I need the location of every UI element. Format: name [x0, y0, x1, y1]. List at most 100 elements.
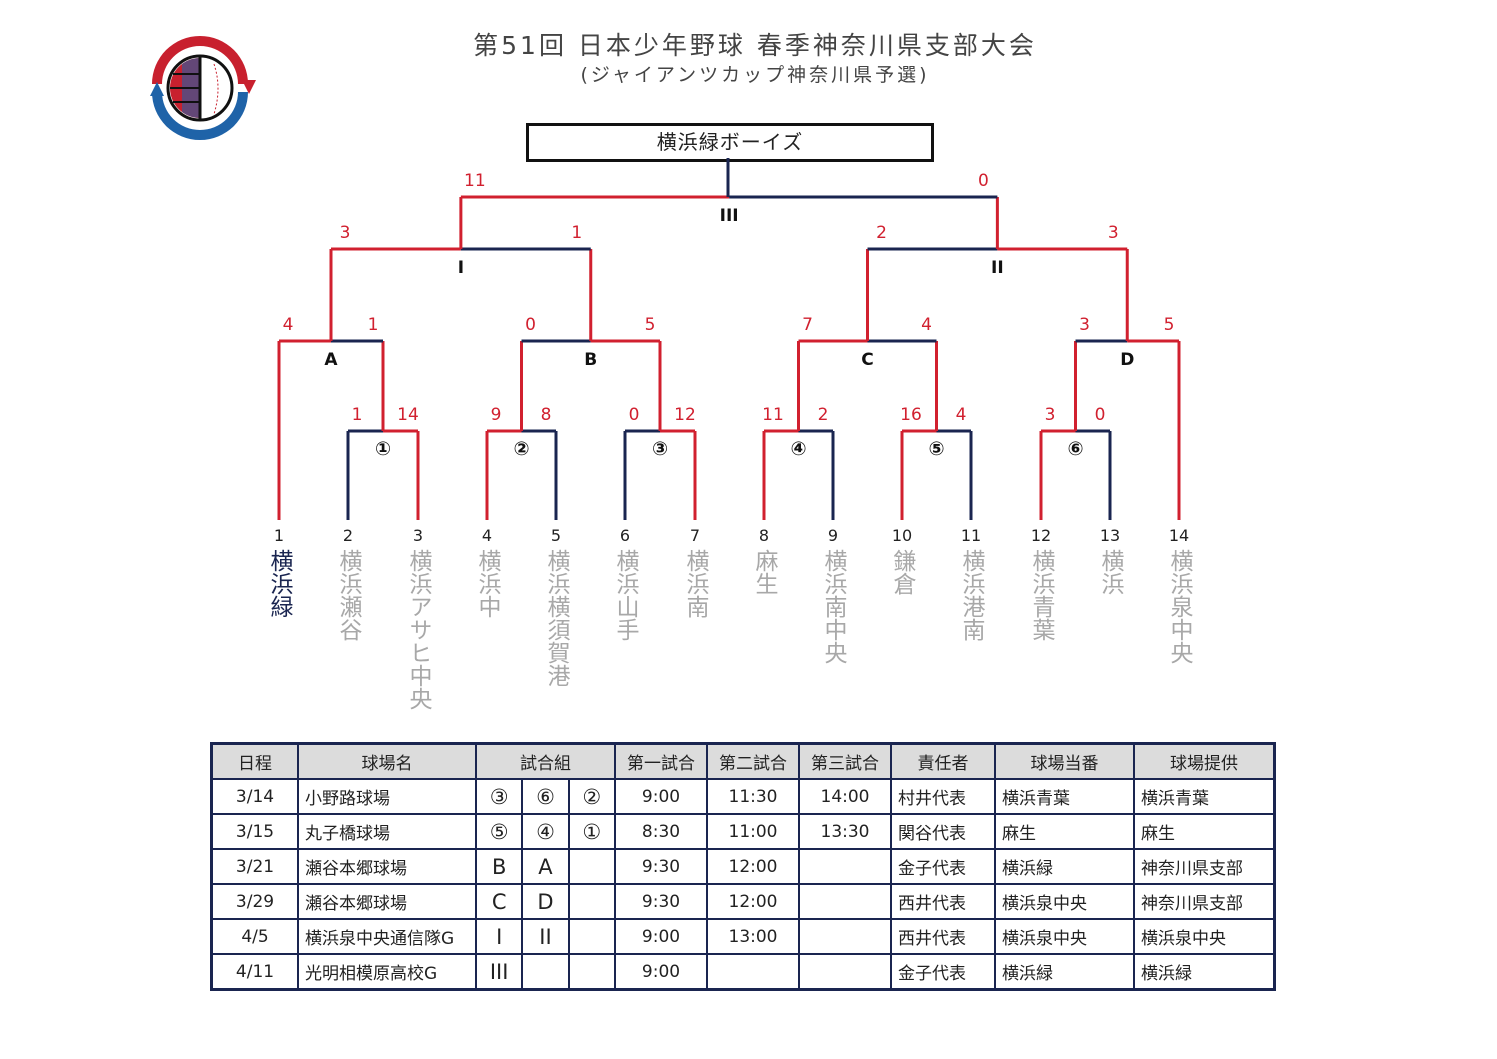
- score-left: 11: [464, 171, 486, 191]
- team-name: 横浜緑: [266, 549, 292, 618]
- match-label: D: [1120, 350, 1134, 370]
- score-left: 0: [525, 315, 536, 335]
- team-number: 14: [1168, 526, 1190, 545]
- team-number: 10: [891, 526, 913, 545]
- cell-games: III: [474, 953, 524, 991]
- column-header: 第一試合: [614, 742, 708, 780]
- cell-venue: 光明相模原高校G: [297, 953, 477, 991]
- cell-games: [521, 953, 570, 991]
- score-right: 5: [645, 315, 656, 335]
- cell-t2: 12:00: [706, 883, 800, 920]
- match-label: C: [861, 350, 873, 370]
- match-label: ①: [375, 438, 391, 460]
- cell-lead: 金子代表: [890, 953, 996, 991]
- cell-host: 横浜泉中央: [1133, 918, 1276, 955]
- cell-date: 3/21: [210, 848, 299, 885]
- score-left: 9: [491, 405, 502, 425]
- cell-duty: 横浜泉中央: [994, 883, 1135, 920]
- cell-date: 4/5: [210, 918, 299, 955]
- cell-date: 3/15: [210, 813, 299, 850]
- cell-venue: 横浜泉中央通信隊G: [297, 918, 477, 955]
- cell-date: 3/14: [210, 778, 299, 815]
- column-header: 第二試合: [706, 742, 800, 780]
- cell-lead: 金子代表: [890, 848, 996, 885]
- cell-t2: 11:00: [706, 813, 800, 850]
- column-header: 球場提供: [1133, 742, 1276, 780]
- score-right: 0: [1095, 405, 1106, 425]
- cell-t2: 12:00: [706, 848, 800, 885]
- score-left: 0: [629, 405, 640, 425]
- cell-lead: 西井代表: [890, 883, 996, 920]
- team-name: 横浜南中央: [820, 549, 846, 664]
- cell-t1: 9:00: [614, 778, 708, 815]
- team-name: 横浜横須賀港: [543, 549, 569, 687]
- cell-date: 4/11: [210, 953, 299, 991]
- team-name: 横浜南: [682, 549, 708, 618]
- score-left: 16: [900, 405, 922, 425]
- score-right: 3: [1108, 223, 1119, 243]
- score-right: 1: [368, 315, 379, 335]
- score-right: 2: [818, 405, 829, 425]
- cell-venue: 瀬谷本郷球場: [297, 848, 477, 885]
- team-name: 鎌倉: [889, 549, 915, 595]
- column-header: 球場当番: [994, 742, 1135, 780]
- cell-lead: 西井代表: [890, 918, 996, 955]
- cell-host: 横浜青葉: [1133, 778, 1276, 815]
- match-label: I: [458, 258, 464, 278]
- cell-host: 神奈川県支部: [1133, 883, 1276, 920]
- page-title: 第51回 日本少年野球 春季神奈川県支部大会: [473, 31, 1037, 60]
- team-number: 9: [827, 526, 839, 545]
- match-label: ③: [652, 438, 668, 460]
- score-left: 2: [876, 223, 887, 243]
- team-number: 3: [412, 526, 424, 545]
- cell-games: ⑥: [521, 778, 570, 815]
- cell-duty: 麻生: [994, 813, 1135, 850]
- team-name: 横浜: [1097, 549, 1123, 595]
- cell-games: [567, 918, 617, 955]
- score-left: 7: [802, 315, 813, 335]
- column-header: 試合組: [475, 742, 616, 780]
- cell-games: I: [474, 918, 524, 955]
- team-number: 12: [1030, 526, 1052, 545]
- team-number: 4: [481, 526, 493, 545]
- cell-games: C: [474, 883, 524, 920]
- score-right: 4: [921, 315, 932, 335]
- cell-host: 麻生: [1133, 813, 1276, 850]
- cell-lead: 村井代表: [890, 778, 996, 815]
- cell-t3: [798, 953, 892, 991]
- cell-t3: 14:00: [798, 778, 892, 815]
- column-header: 日程: [210, 742, 299, 780]
- cell-duty: 横浜青葉: [994, 778, 1135, 815]
- cell-t1: 8:30: [614, 813, 708, 850]
- match-label: II: [991, 258, 1004, 278]
- cell-t1: 9:30: [614, 848, 708, 885]
- cell-t1: 9:30: [614, 883, 708, 920]
- team-number: 13: [1099, 526, 1121, 545]
- column-header: 球場名: [297, 742, 477, 780]
- team-entry: 10 鎌倉: [882, 526, 922, 595]
- cell-games: B: [474, 848, 524, 885]
- page-subtitle: (ジャイアンツカップ神奈川県予選): [580, 64, 930, 86]
- match-label: ②: [513, 438, 529, 460]
- match-label: ⑥: [1067, 438, 1083, 460]
- cell-games: II: [521, 918, 570, 955]
- cell-venue: 丸子橋球場: [297, 813, 477, 850]
- team-name: 横浜瀬谷: [335, 549, 361, 641]
- team-name: 横浜泉中央: [1166, 549, 1192, 664]
- cell-games: [567, 883, 617, 920]
- cell-t3: 13:30: [798, 813, 892, 850]
- cell-games: A: [521, 848, 570, 885]
- score-left: 1: [352, 405, 363, 425]
- team-entry: 13 横浜: [1090, 526, 1130, 595]
